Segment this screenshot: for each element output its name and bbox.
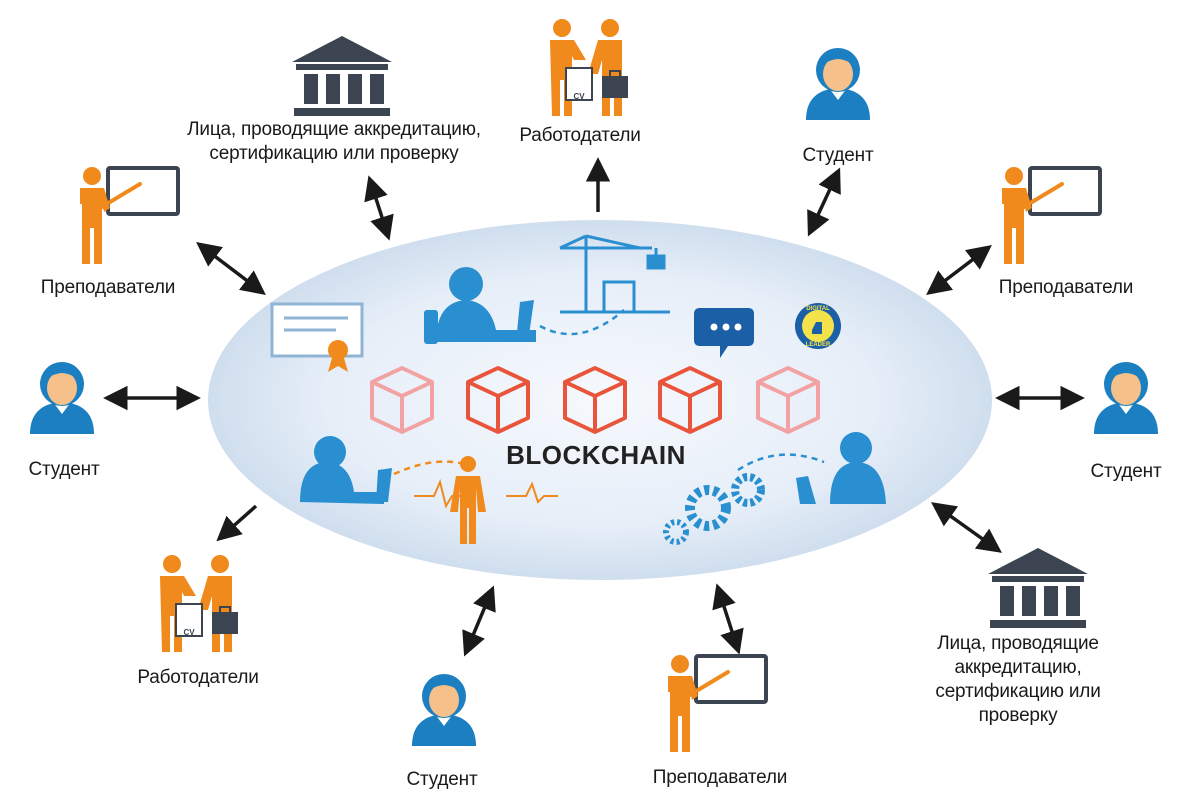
gears-icon xyxy=(663,473,765,545)
arrow-institutions-top xyxy=(364,175,394,241)
cv-label-bottom: CV xyxy=(183,628,195,637)
student-label-right: Студент xyxy=(1090,461,1162,482)
female-worker-icon-right xyxy=(796,432,886,504)
teacher-icon-top-right xyxy=(1000,165,1102,266)
human-anatomy-icon xyxy=(450,456,486,544)
arrow-teachers-left xyxy=(196,242,266,295)
student-icon-right xyxy=(1094,362,1158,434)
arrow-student-bottom xyxy=(462,585,496,657)
student-label-left: Студент xyxy=(28,459,100,480)
cv-label-top: CV xyxy=(573,92,585,101)
employer-icon-top xyxy=(549,18,629,117)
student-icon-bottom xyxy=(412,674,476,746)
connector-arrows xyxy=(103,157,1085,657)
teacher-icon-top-left xyxy=(78,165,180,266)
chat-bubble-icon xyxy=(694,308,754,358)
blockchain-title: BLOCKCHAIN xyxy=(506,440,686,470)
student-icon-left xyxy=(30,362,94,434)
employers-label-top: Работодатели xyxy=(519,125,641,146)
arrow-employers-bottom xyxy=(216,504,258,542)
badge-text-bottom: LEADER xyxy=(806,342,831,348)
institutions-label-top: Лица, проводящие аккредитацию, сертифика… xyxy=(187,119,481,164)
arrow-teachers-right xyxy=(926,245,992,295)
female-laptop-worker-icon xyxy=(300,436,392,504)
institution-icon-bottom-right xyxy=(988,548,1088,628)
certificate-icon xyxy=(270,302,364,372)
data-link-line-bottom xyxy=(393,460,465,476)
arrow-institutions-bottom xyxy=(931,502,1002,553)
arrow-teachers-bottom xyxy=(712,583,744,655)
institutions-label-bottom: Лица, проводящие аккредитацию, сертифика… xyxy=(935,633,1101,726)
badge-text-top: DIGITAL xyxy=(806,306,830,312)
institution-icon-top xyxy=(292,36,392,116)
laptop-worker-icon xyxy=(424,267,536,344)
student-label-top-right: Студент xyxy=(802,145,874,166)
digital-leader-badge: DIGITAL LEADER xyxy=(795,303,841,349)
teacher-icon-bottom xyxy=(666,653,768,754)
teachers-label-bottom: Преподаватели xyxy=(652,767,788,788)
employer-icon-bottom-left xyxy=(159,554,239,653)
blockchain-hub xyxy=(208,220,992,580)
student-icon-top-right xyxy=(806,48,870,120)
student-label-bottom: Студент xyxy=(406,769,478,790)
data-link-line-top xyxy=(539,309,625,336)
data-link-line-right xyxy=(737,453,825,472)
employers-label-bottom: Работодатели xyxy=(137,667,259,688)
teachers-label-left: Преподаватели xyxy=(40,277,176,298)
arrow-student-top-right xyxy=(807,167,841,237)
teachers-label-right: Преподаватели xyxy=(998,277,1134,298)
construction-crane-icon xyxy=(559,234,670,314)
